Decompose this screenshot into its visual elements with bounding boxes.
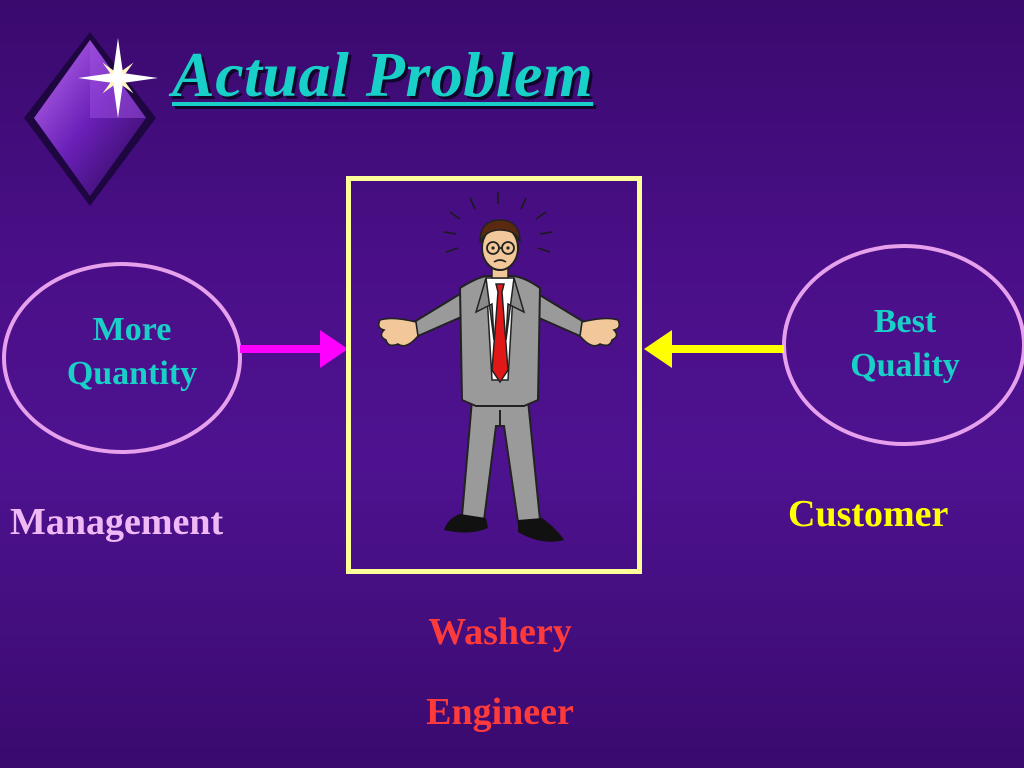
engineer-frame bbox=[346, 176, 642, 574]
left-arrow-icon bbox=[240, 330, 348, 368]
engineer-label: Washery Engineer bbox=[380, 592, 620, 752]
slide-title: Actual Problem bbox=[172, 39, 594, 110]
diamond-sparkle-icon bbox=[24, 32, 158, 206]
right-arrow-icon bbox=[644, 330, 784, 368]
more-quantity-oval bbox=[2, 262, 242, 454]
oval-line-2: Quantity bbox=[66, 355, 198, 392]
confused-businessman-illustration bbox=[377, 192, 621, 542]
oval-line-1: More bbox=[92, 311, 172, 348]
oval-line-2: Quality bbox=[850, 347, 960, 384]
oval-line-1: Best bbox=[873, 303, 937, 340]
best-quality-label: Best Quality bbox=[790, 300, 1020, 388]
management-label: Management bbox=[10, 501, 224, 543]
more-quantity-label: More Quantity bbox=[2, 308, 262, 396]
customer-label: Customer bbox=[788, 493, 949, 535]
engineer-label-line-2: Engineer bbox=[426, 691, 574, 733]
engineer-label-line-1: Washery bbox=[428, 611, 572, 653]
